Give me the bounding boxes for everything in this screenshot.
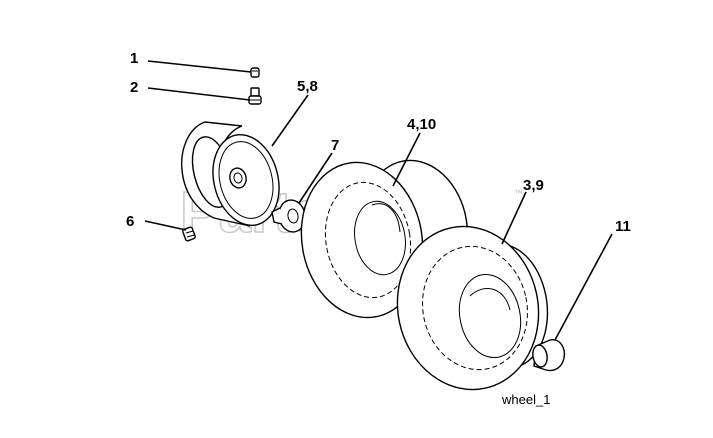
watermark-trademark: ™ [514, 188, 523, 198]
leader-line-5-8 [271, 94, 309, 147]
leader-line-7 [298, 152, 333, 204]
callout-5-8[interactable]: 5,8 [297, 78, 318, 95]
part-front-tire[interactable] [289, 152, 478, 327]
diagram-caption: wheel_1 [501, 392, 550, 407]
callout-4-10[interactable]: 4,10 [407, 116, 436, 133]
part-wheel-rim[interactable] [181, 121, 288, 232]
part-valve-cap[interactable] [250, 67, 260, 78]
part-valve-stem[interactable] [248, 87, 262, 105]
callout-11[interactable]: 11 [615, 218, 631, 235]
callout-7[interactable]: 7 [331, 137, 339, 154]
leader-line-3-9 [501, 191, 527, 245]
leader-line-11 [554, 233, 613, 341]
leader-line-4-10 [392, 132, 421, 187]
callout-3-9[interactable]: 3,9 [523, 177, 544, 194]
part-rear-tire[interactable] [382, 213, 555, 403]
leader-line-2 [147, 87, 251, 101]
leader-line-6 [144, 220, 187, 231]
leader-line-1 [147, 60, 252, 73]
part-grease-fitting[interactable] [182, 226, 196, 242]
callout-6[interactable]: 6 [126, 213, 134, 230]
callout-1[interactable]: 1 [130, 50, 138, 67]
part-hub-cap[interactable] [531, 339, 566, 372]
callout-2[interactable]: 2 [130, 79, 138, 96]
